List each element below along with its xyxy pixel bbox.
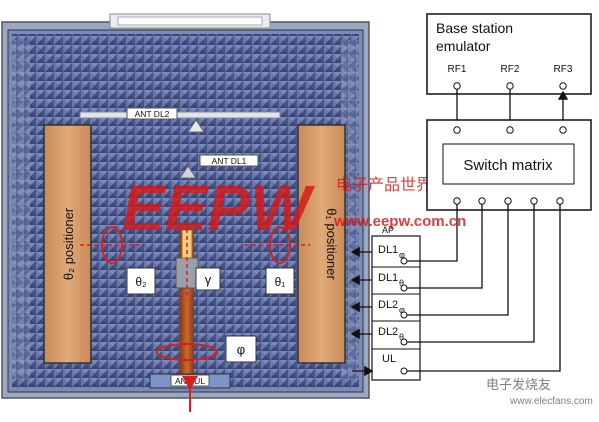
ant-dl2: ANT DL2 bbox=[79, 107, 281, 133]
bottom-watermark-text: 电子发烧友 bbox=[486, 377, 551, 392]
ap-port-main: UL bbox=[382, 353, 396, 365]
switch-matrix-label: Switch matrix bbox=[463, 157, 553, 174]
theta1-symbol: θ₁ bbox=[275, 275, 286, 289]
bs-title-line1: Base station bbox=[436, 20, 513, 36]
theta2-symbol: θ₂ bbox=[135, 275, 147, 289]
base-station-emulator: Base station emulator RF1 RF2 RF3 bbox=[426, 13, 592, 95]
watermark-logo: EEPW bbox=[122, 172, 315, 244]
ap-port-main: DL1 bbox=[378, 272, 398, 284]
rf-port-label: RF3 bbox=[554, 64, 573, 75]
switch-matrix-block: Switch matrix bbox=[426, 119, 592, 211]
rf-port-label: RF1 bbox=[448, 64, 467, 75]
ant-ul: ANT UL bbox=[149, 373, 231, 412]
ap-port-sub: θ bbox=[399, 332, 404, 342]
ap-port-sub: φ bbox=[399, 305, 405, 315]
ap-port-main: DL2 bbox=[378, 299, 398, 311]
bs-title-line2: emulator bbox=[436, 38, 491, 54]
switch-to-ap-lines bbox=[407, 204, 561, 372]
ant-dl1: ANT DL1 bbox=[179, 154, 259, 179]
theta1-positioner-label: θ₁ positioner bbox=[324, 208, 339, 280]
theta2-positioner-label: θ₂ positioner bbox=[61, 207, 76, 280]
ap-port-main: DL2 bbox=[378, 326, 398, 338]
ap-to-chamber-lines bbox=[350, 246, 374, 377]
bottom-watermark-url: www.elecfans.com bbox=[509, 396, 593, 407]
watermark-chinese: 电子产品世界 bbox=[336, 176, 432, 194]
theta2-positioner: θ₂ positioner bbox=[43, 124, 92, 364]
ap-label: AP bbox=[382, 225, 394, 235]
theta1-positioner: θ₁ positioner bbox=[297, 124, 346, 364]
gamma-symbol: γ bbox=[205, 272, 212, 287]
bottom-watermark: 电子发烧友 www.elecfans.com bbox=[486, 377, 593, 407]
ap-port-main: DL1 bbox=[378, 244, 398, 256]
ap-box: AP DL1 φ DL1 θ DL2 φ DL2 θ UL bbox=[371, 225, 421, 381]
watermark-url: www.eepw.com.cn bbox=[333, 213, 466, 230]
rf-port-label: RF2 bbox=[501, 64, 520, 75]
ap-port-sub: θ bbox=[399, 278, 404, 288]
ant-dl2-label: ANT DL2 bbox=[135, 109, 170, 119]
ap-port-sub: φ bbox=[399, 250, 405, 260]
ant-dl1-label: ANT DL1 bbox=[212, 156, 247, 166]
theta2-rotation: θ₂ bbox=[80, 226, 156, 295]
theta1-rotation: θ₁ bbox=[245, 226, 310, 295]
ant-ul-label: ANT UL bbox=[175, 376, 205, 386]
phi-symbol: φ bbox=[237, 342, 245, 357]
eepw-watermark: EEPW 电子产品世界 www.eepw.com.cn bbox=[122, 172, 466, 244]
phi-rotation: φ bbox=[156, 222, 257, 363]
